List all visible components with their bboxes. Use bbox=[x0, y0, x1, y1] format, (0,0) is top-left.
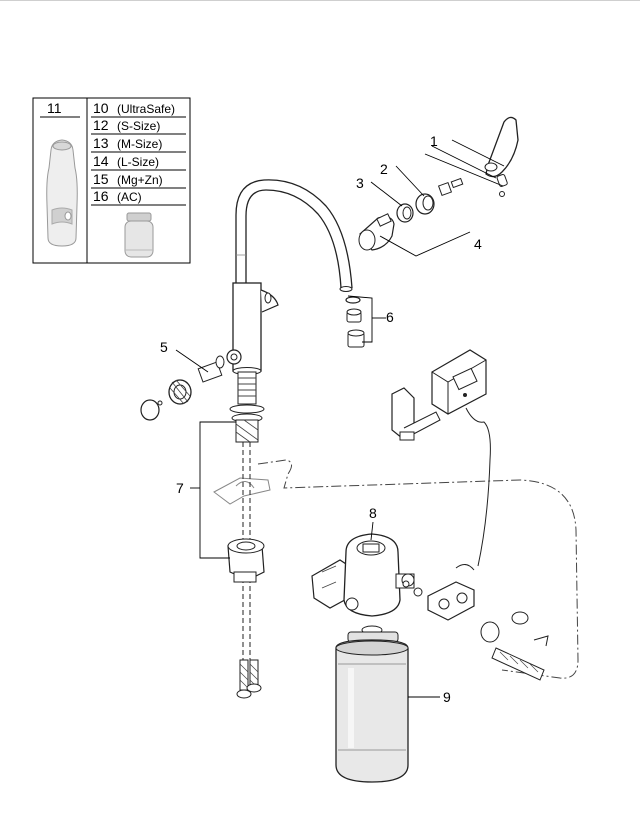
filter-cartridge-icon bbox=[124, 212, 154, 258]
bottle-icon bbox=[46, 139, 78, 247]
leader-lines bbox=[175, 139, 505, 698]
callout-4: 4 bbox=[474, 236, 482, 252]
faucet-body bbox=[226, 282, 279, 375]
filter-head bbox=[311, 533, 415, 635]
row-16-num: 16 bbox=[93, 188, 109, 204]
row-10-num: 10 bbox=[93, 100, 109, 116]
side-valve-parts bbox=[140, 355, 225, 421]
aerator-parts bbox=[345, 296, 365, 348]
callout-1: 1 bbox=[430, 133, 438, 149]
callout-5: 5 bbox=[160, 339, 168, 355]
filter-canister bbox=[335, 631, 409, 783]
valve-assembly bbox=[402, 564, 549, 681]
callout-3: 3 bbox=[356, 175, 364, 191]
callout-8: 8 bbox=[369, 505, 377, 521]
mounting-shank bbox=[229, 371, 265, 443]
row-13-num: 13 bbox=[93, 135, 109, 151]
callout-7: 7 bbox=[176, 480, 184, 496]
callout-9: 9 bbox=[443, 689, 451, 705]
faucet-spout bbox=[235, 179, 353, 292]
row-12-label: (S-Size) bbox=[117, 119, 160, 133]
control-box bbox=[431, 349, 487, 415]
row-13-label: (M-Size) bbox=[117, 137, 162, 151]
cartridge-parts bbox=[358, 177, 464, 251]
callout-numbers: 1 2 3 4 5 6 7 8 9 bbox=[160, 133, 482, 705]
row-15-label: (Mg+Zn) bbox=[117, 173, 163, 187]
row-14-num: 14 bbox=[93, 153, 109, 169]
hose-clamp bbox=[213, 477, 271, 505]
callout-6: 6 bbox=[386, 309, 394, 325]
wall-bracket bbox=[391, 387, 441, 441]
row-16-label: (AC) bbox=[117, 190, 142, 204]
row-10-label: (UltraSafe) bbox=[117, 102, 175, 116]
parts-table: 11 10 (UltraSafe) 12 (S-Size) 13 (M-Size… bbox=[32, 97, 191, 264]
table-rows: 10 (UltraSafe) 12 (S-Size) 13 (M-Size) 1… bbox=[91, 100, 186, 206]
hose-nut bbox=[227, 538, 265, 583]
row-15-num: 15 bbox=[93, 171, 109, 187]
row-14-label: (L-Size) bbox=[117, 155, 159, 169]
table-header-11: 11 bbox=[47, 100, 62, 116]
lever-handle bbox=[484, 116, 519, 197]
row-12-num: 12 bbox=[93, 117, 109, 133]
sensor-cable bbox=[465, 407, 491, 567]
page-top-rule bbox=[0, 0, 640, 1]
connection-path bbox=[257, 459, 579, 679]
callout-2: 2 bbox=[380, 161, 388, 177]
